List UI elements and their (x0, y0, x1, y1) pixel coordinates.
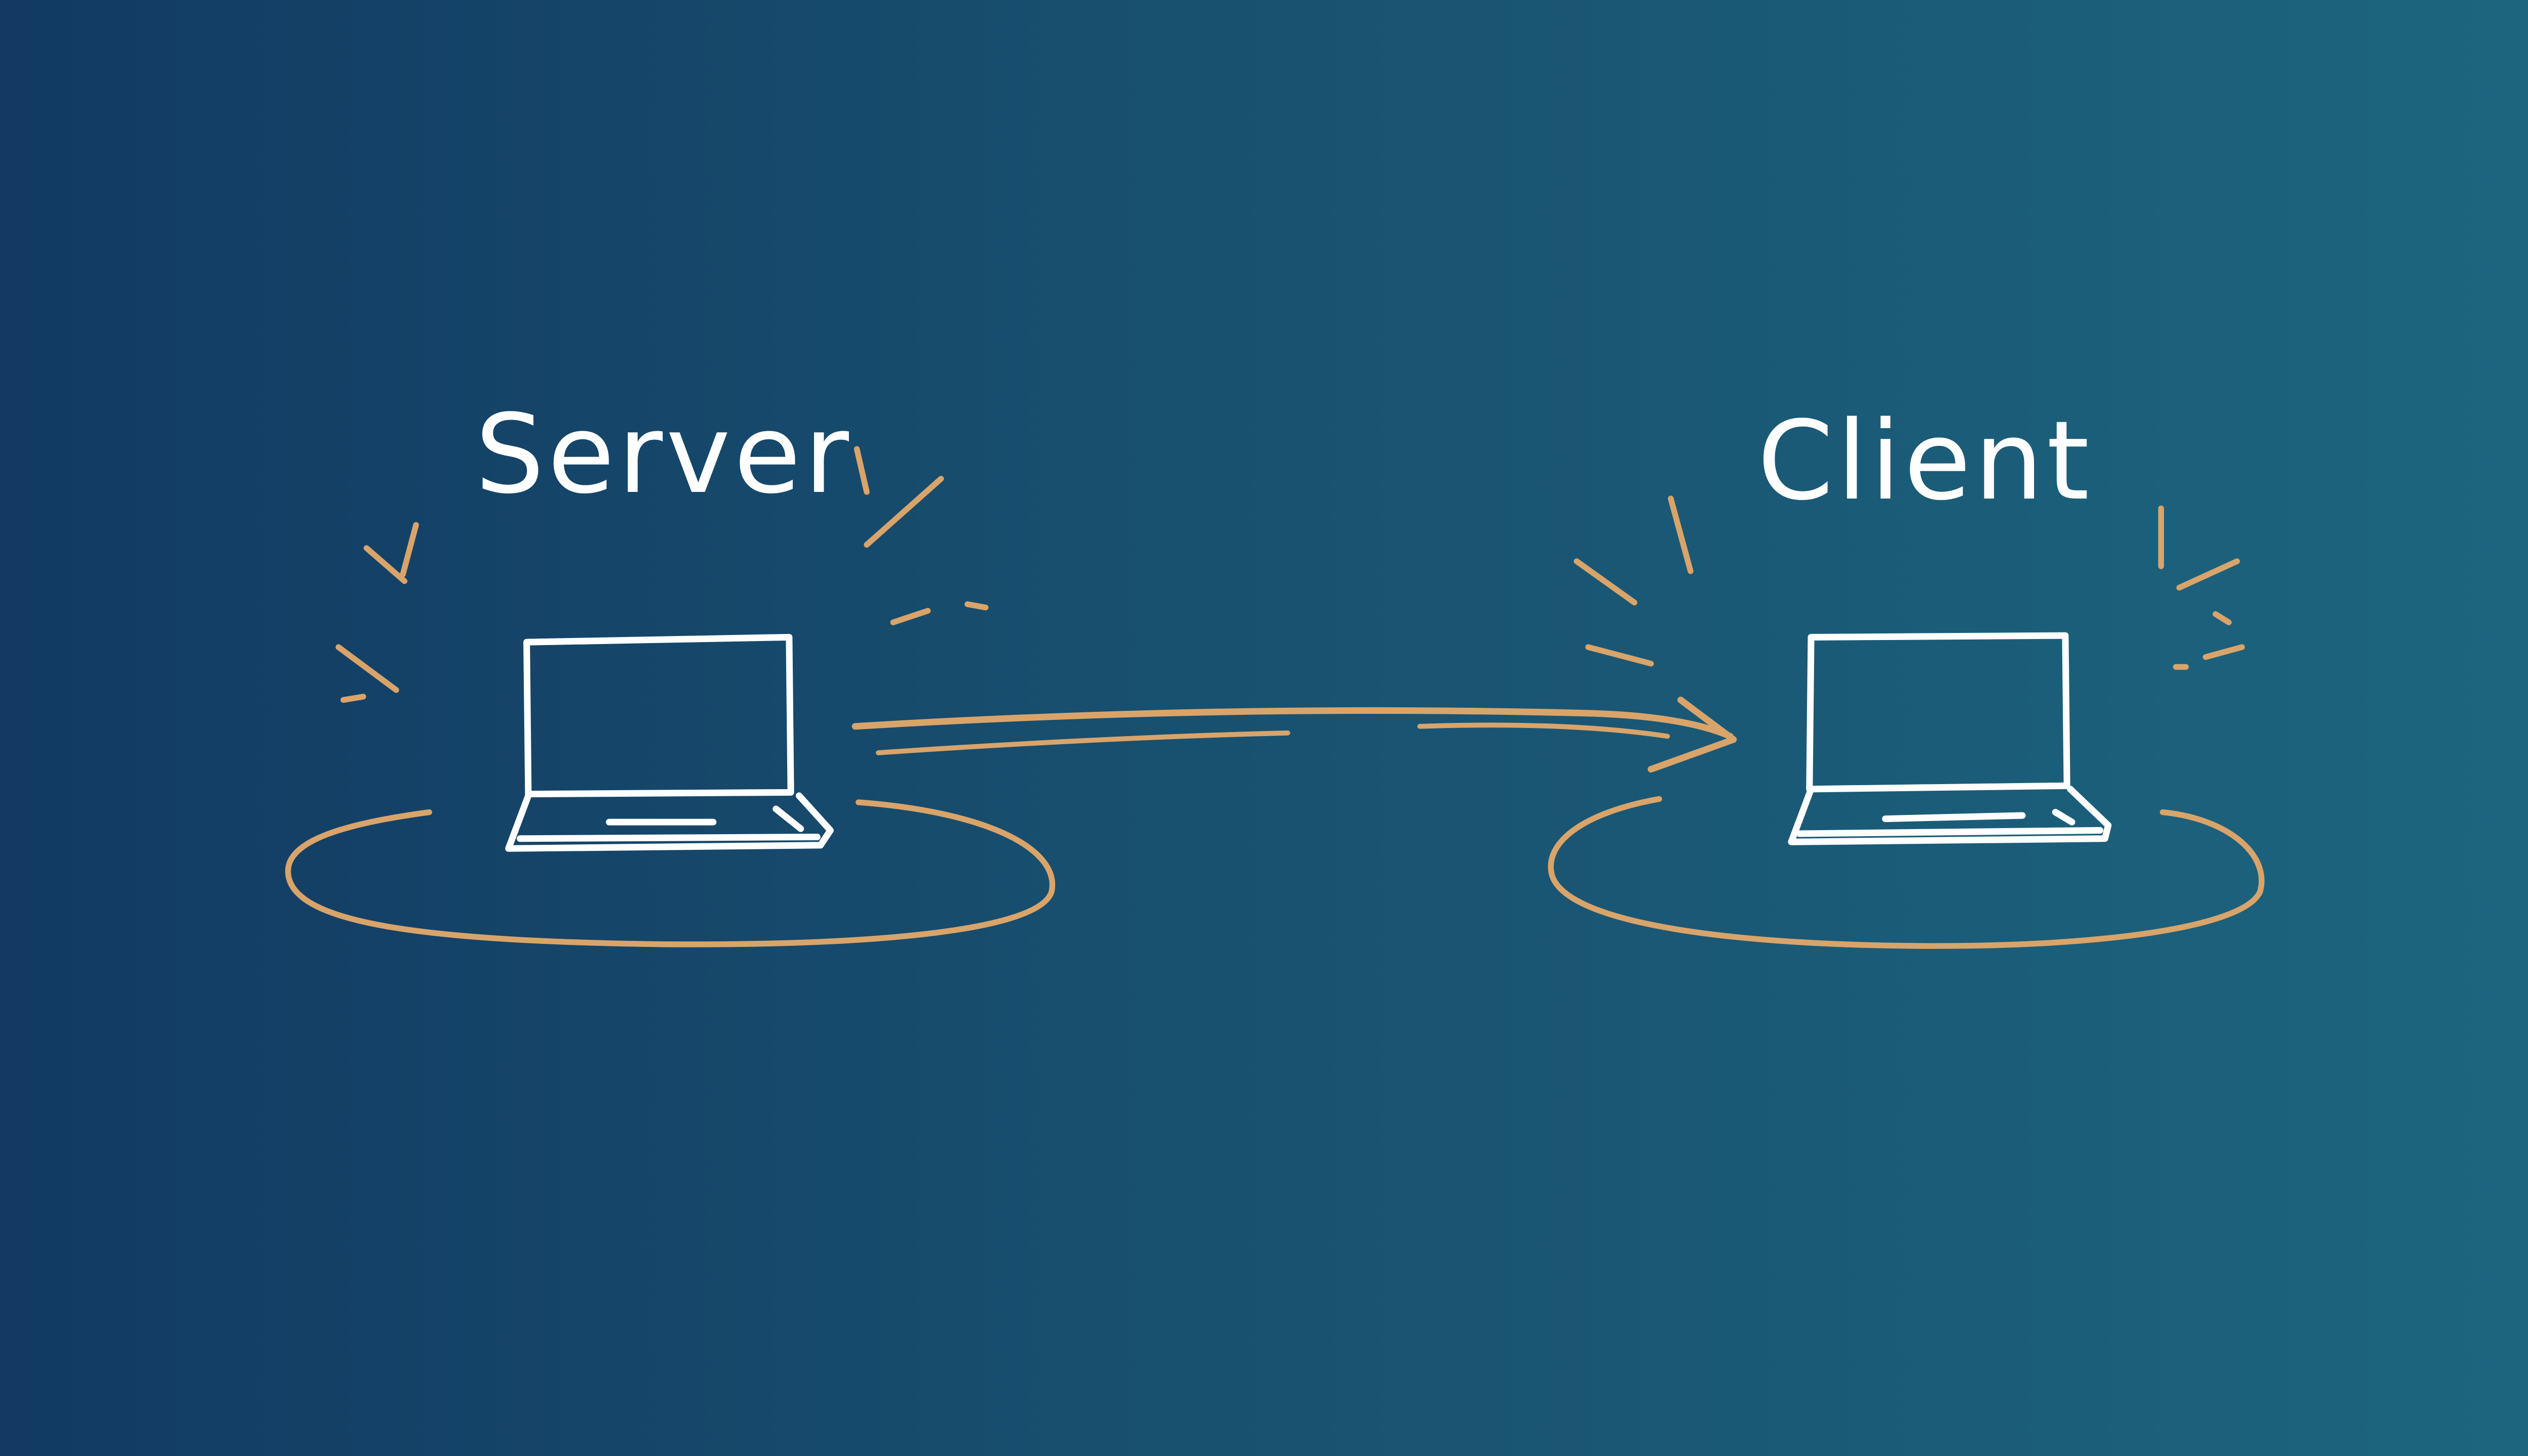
client-label: Client (1757, 397, 2093, 524)
arrow-head-icon (1647, 696, 1737, 773)
laptop-icon (505, 633, 834, 852)
server-platform-ring (285, 799, 1055, 947)
connection-arrow (851, 696, 1737, 773)
server-label: Server (475, 391, 852, 518)
client-emphasis-marks (1573, 495, 2245, 670)
server-node: Server (285, 391, 1055, 947)
server-emphasis-marks (335, 446, 989, 703)
client-platform-ring (1548, 796, 2265, 949)
laptop-icon (1788, 632, 2112, 845)
client-node: Client (1548, 397, 2265, 949)
